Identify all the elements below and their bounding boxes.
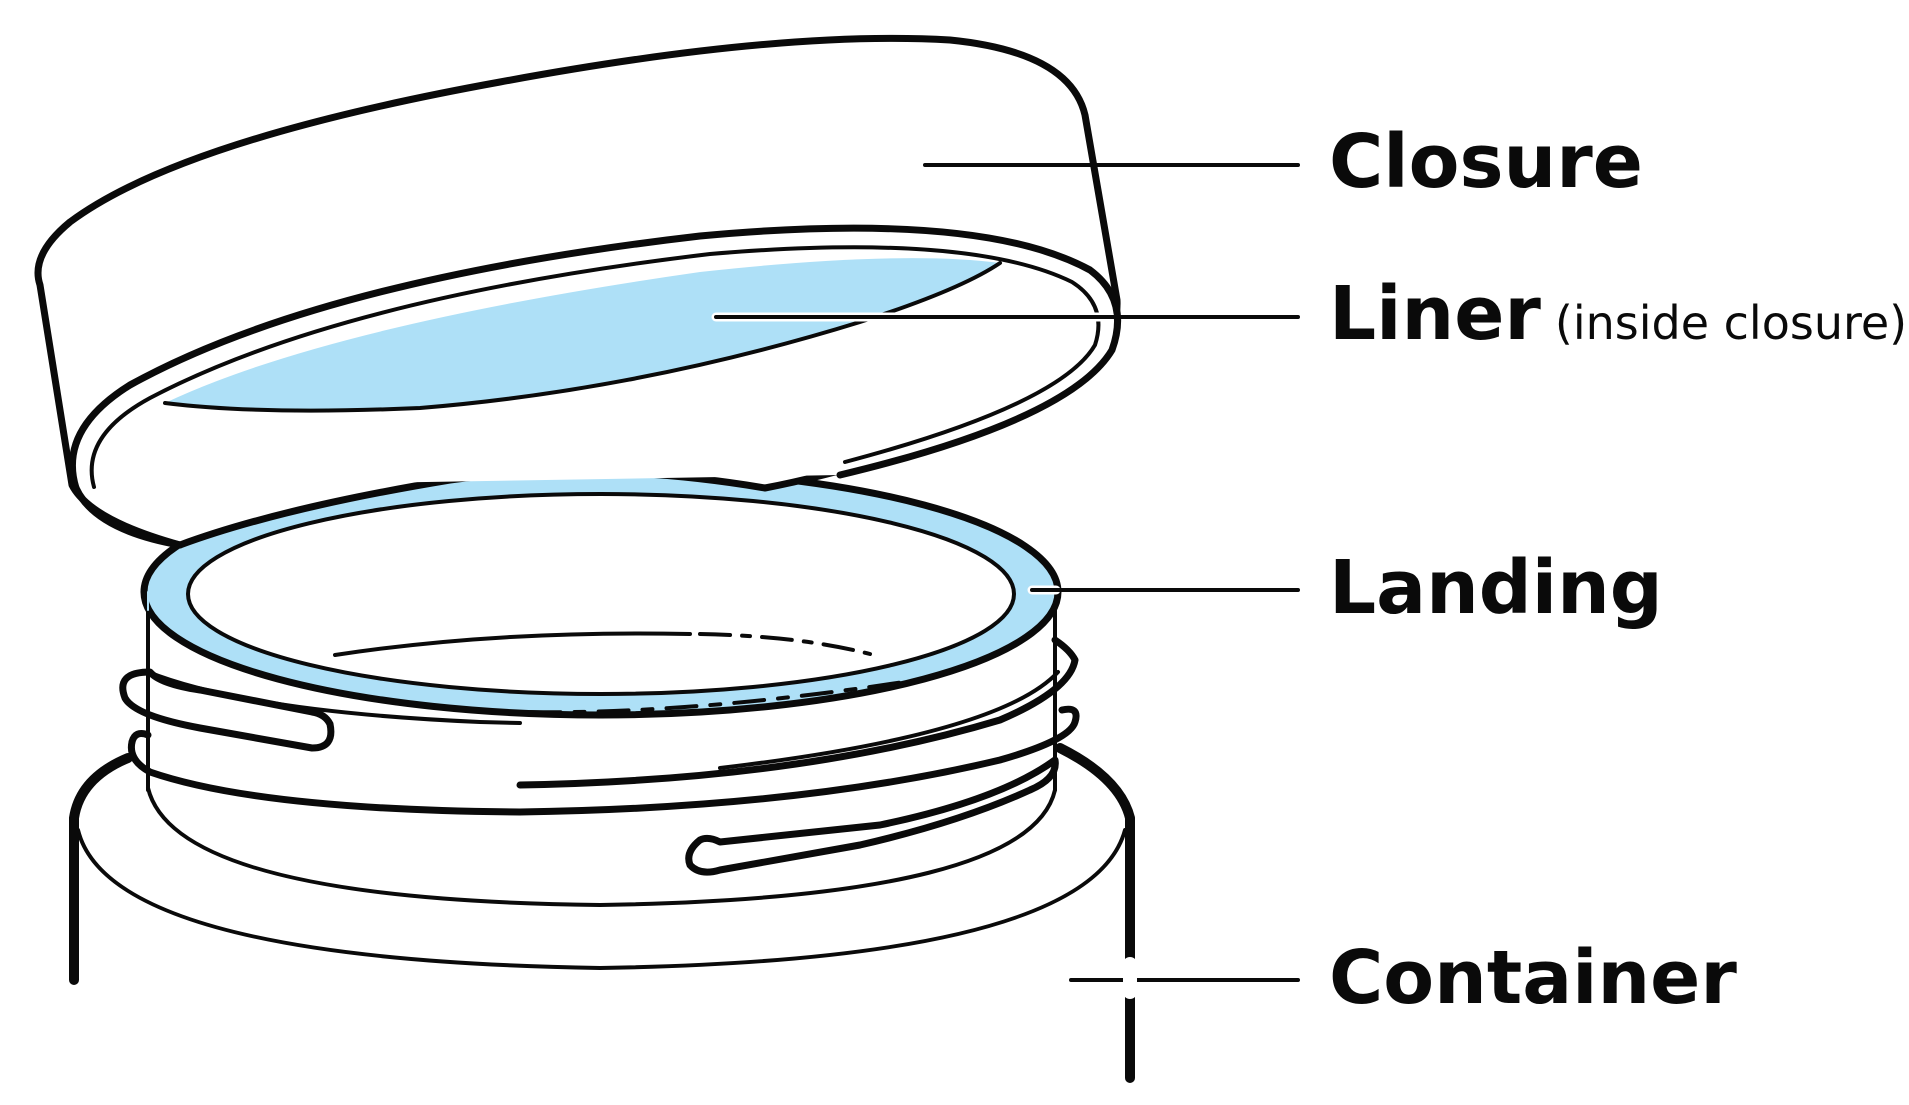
thread-upper-left-capsule	[119, 668, 335, 752]
closure-skirt-lower	[72, 484, 184, 549]
thread-lower-right-capsule	[685, 756, 1059, 876]
liner-label: Liner(inside closure)	[1329, 277, 1907, 351]
neck-bottom-arc	[146, 786, 1057, 907]
container-shoulder-arc	[76, 828, 1127, 970]
landing-inner-back-edge	[333, 631, 692, 657]
liner-lower-edge	[163, 261, 1002, 413]
container-label: Container	[1329, 941, 1737, 1015]
thread-upper-right-arc	[516, 636, 1079, 789]
liner-label-text: Liner	[1329, 271, 1541, 357]
thread-upper-right-inner	[718, 670, 1060, 770]
container-left-wall	[69, 753, 133, 985]
landing-inner-opening	[186, 492, 1016, 696]
closure-cap	[34, 34, 1122, 549]
container-label-text: Container	[1329, 935, 1737, 1021]
leader-lines	[711, 163, 1300, 999]
closure-inner-rim-inner	[89, 245, 1101, 489]
landing-label: Landing	[1329, 551, 1663, 625]
thread-band-lower-left	[127, 705, 1080, 816]
landing-rim	[140, 465, 1062, 719]
container-body	[69, 743, 1135, 1083]
liner-label-note: (inside closure)	[1554, 296, 1908, 350]
container-right-wall	[1055, 743, 1135, 1083]
closure-label: Closure	[1329, 125, 1643, 199]
thread-lower-left-cap	[128, 730, 152, 746]
closure-label-text: Closure	[1329, 119, 1643, 205]
liner-fill	[165, 258, 1000, 411]
container-neck	[119, 598, 1080, 907]
landing-inner-back-edge-dashed	[698, 632, 872, 656]
landing-label-text: Landing	[1329, 545, 1663, 631]
